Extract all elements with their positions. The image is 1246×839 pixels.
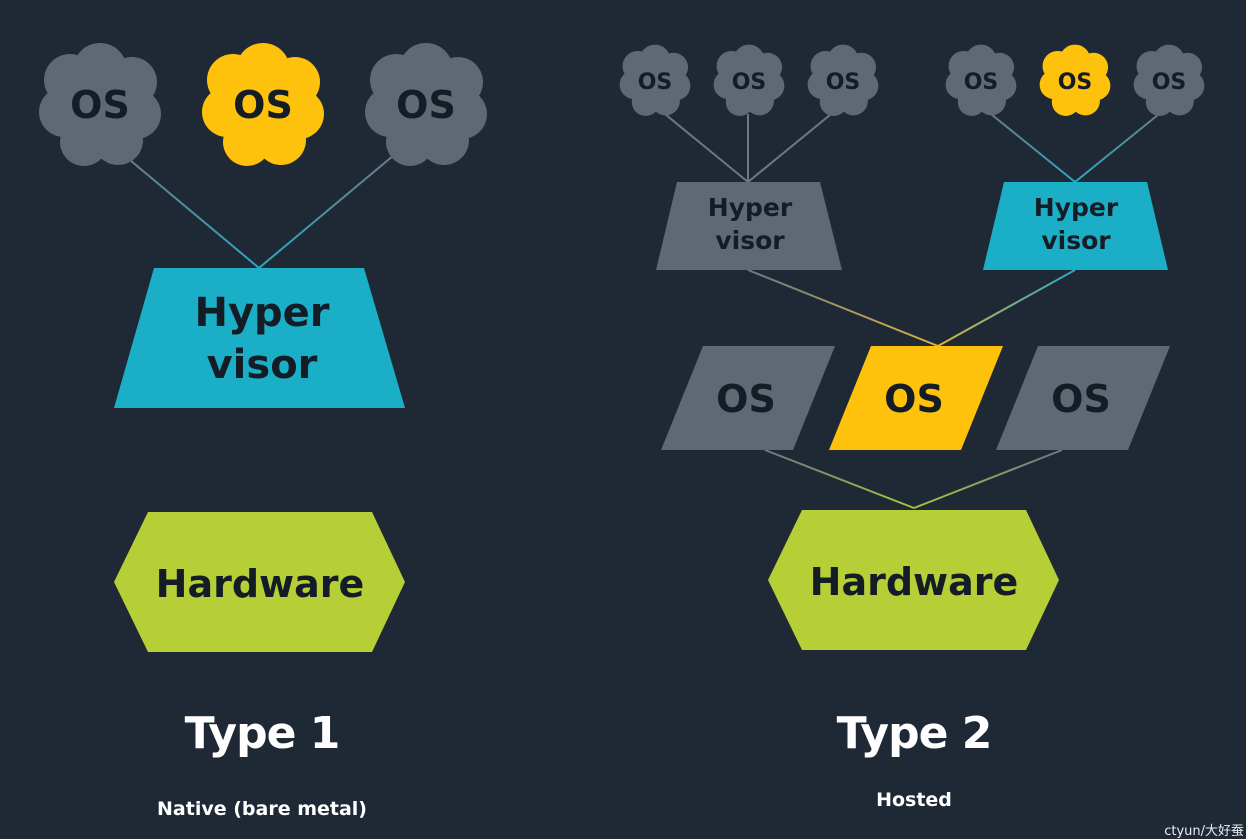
type2-hypervisor-2: Hyper visor [983, 182, 1168, 270]
type1-hardware-label: Hardware [156, 562, 365, 606]
type2-connector-guest3 [747, 109, 837, 183]
type1-connector-os1 [117, 149, 260, 269]
type2-guest-os-3: OS [807, 44, 879, 116]
type1-subtitle: Native (bare metal) [157, 798, 367, 820]
type2-guest-os-label-1: OS [638, 70, 673, 95]
cloud-shape [619, 44, 691, 116]
type1-title: Type 1 [184, 708, 341, 759]
type2-guest-os-1: OS [619, 44, 691, 116]
type2-guest-os-4: OS [945, 44, 1017, 116]
type1-os-node-1: OS [39, 43, 161, 166]
type2-connector-hv2 [937, 269, 1076, 347]
type2-hypervisor-1-line1: Hyper [708, 193, 793, 222]
type2-guest-os-label-4: OS [964, 70, 999, 95]
type2-title: Type 2 [836, 708, 993, 759]
type1-os-label-3: OS [396, 83, 456, 127]
type2-guest-os-2: OS [713, 44, 785, 116]
type2-connector-guest1 [659, 109, 749, 183]
type1-os-label-2: OS [233, 83, 293, 127]
type1-hypervisor-line1: Hyper [194, 290, 329, 336]
type1-diagram: OS OS OS Hyper visor Hardware [39, 43, 487, 652]
type2-host-os-3: OS [996, 346, 1170, 450]
type1-os-label-1: OS [70, 83, 130, 127]
type2-hypervisor-shape-1 [656, 182, 842, 270]
type2-host-os-label-3: OS [1051, 377, 1111, 421]
type2-guest-os-label-6: OS [1152, 70, 1187, 95]
type1-hardware-shape [114, 512, 405, 652]
type2-guest-os-6: OS [1133, 44, 1205, 116]
type2-hypervisor-1: Hyper visor [656, 182, 842, 270]
watermark-credit: ctyun/大好蚕 [1164, 824, 1244, 839]
type2-host-os-shape-2 [829, 346, 1003, 450]
type2-connector-guest6 [1074, 109, 1165, 183]
cloud-shape [807, 44, 879, 116]
type2-hypervisor-2-line2: visor [1041, 226, 1111, 255]
type2-guest-os-5: OS [1039, 44, 1111, 116]
type2-subtitle: Hosted [876, 789, 952, 811]
type2-host-os-label-1: OS [716, 377, 776, 421]
type2-connector-hv1 [747, 269, 939, 347]
type2-connector-host3 [913, 449, 1063, 509]
type2-host-os-1: OS [661, 346, 835, 450]
cloud-shape [39, 43, 161, 166]
type2-guest-os-label-2: OS [732, 70, 767, 95]
cloud-shape [1039, 44, 1111, 116]
type2-host-os-shape-3 [996, 346, 1170, 450]
type1-hypervisor-shape [114, 268, 405, 408]
type2-connector-guest4 [985, 109, 1076, 183]
type2-connector-host1 [764, 449, 915, 509]
type2-hypervisor-1-line2: visor [715, 226, 785, 255]
type2-host-os-2: OS [829, 346, 1003, 450]
cloud-shape [713, 44, 785, 116]
type2-host-os-shape-1 [661, 346, 835, 450]
type1-hypervisor-line2: visor [207, 342, 318, 388]
type2-guest-os-label-5: OS [1058, 70, 1093, 95]
type2-diagram: OS OS OS OS OS OS Hyper visor [619, 44, 1205, 650]
type1-connector-os3 [258, 149, 401, 269]
type2-guest-os-label-3: OS [826, 70, 861, 95]
type2-hardware: Hardware [768, 510, 1059, 650]
cloud-shape [202, 43, 324, 166]
type1-os-node-2: OS [202, 43, 324, 166]
cloud-shape [365, 43, 487, 166]
cloud-shape [1133, 44, 1205, 116]
type1-hypervisor: Hyper visor [114, 268, 405, 408]
type2-hypervisor-shape-2 [983, 182, 1168, 270]
cloud-shape [945, 44, 1017, 116]
type1-os-node-3: OS [365, 43, 487, 166]
type2-hypervisor-2-line1: Hyper [1034, 193, 1119, 222]
type2-host-os-label-2: OS [884, 377, 944, 421]
type2-hardware-label: Hardware [810, 560, 1019, 604]
type2-hardware-shape [768, 510, 1059, 650]
type1-hardware: Hardware [114, 512, 405, 652]
